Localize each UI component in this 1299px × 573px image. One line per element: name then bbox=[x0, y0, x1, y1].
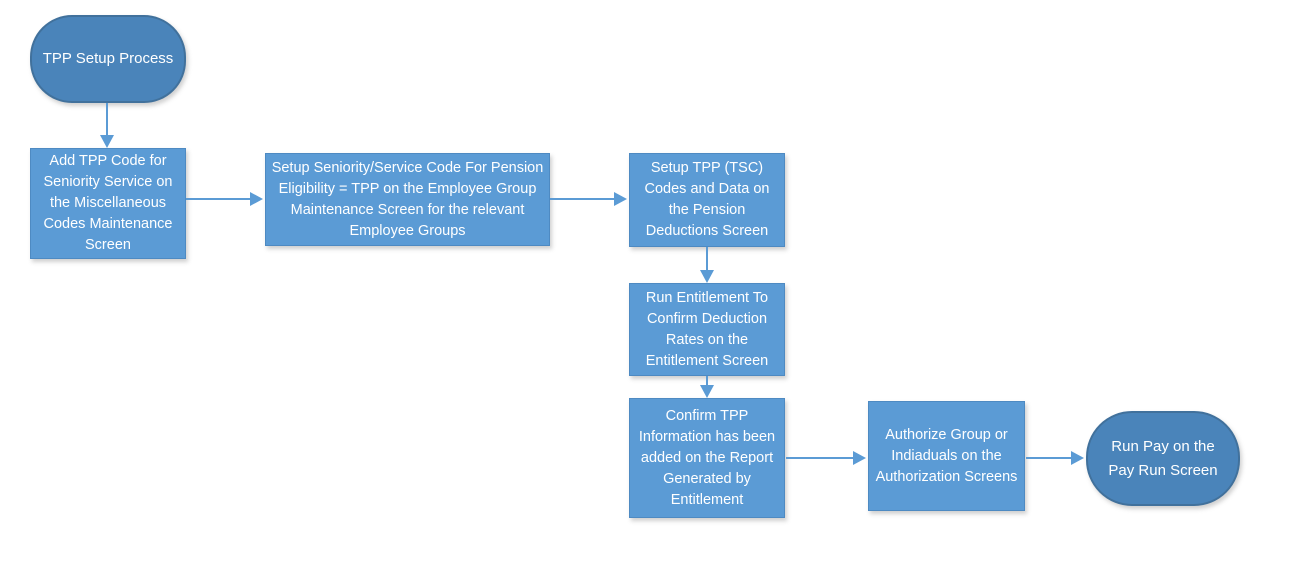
node-start-label: TPP Setup Process bbox=[42, 50, 174, 67]
connector-step2-step3-arrowhead-icon bbox=[614, 192, 627, 206]
connector-step4-step5-arrowhead-icon bbox=[700, 385, 714, 398]
connector-step1-step2-arrowhead-icon bbox=[250, 192, 263, 206]
node-end-terminator: Run Pay on the Pay Run Screen bbox=[1086, 411, 1240, 506]
node-step6-label: Authorize Group or Indiaduals on the Aut… bbox=[875, 426, 1018, 485]
node-step1-process: Add TPP Code for Seniority Service on th… bbox=[30, 148, 186, 259]
node-step5-process: Confirm TPP Information has been added o… bbox=[629, 398, 785, 518]
node-step3-process: Setup TPP (TSC) Codes and Data on the Pe… bbox=[629, 153, 785, 247]
node-step2-label: Setup Seniority/Service Code For Pension… bbox=[271, 159, 544, 239]
node-step1-label: Add TPP Code for Seniority Service on th… bbox=[43, 153, 173, 253]
node-end-label: Run Pay on the Pay Run Screen bbox=[1108, 437, 1218, 479]
connector-step4-step5-line bbox=[706, 376, 708, 385]
node-start-terminator: TPP Setup Process bbox=[30, 15, 186, 103]
connector-step5-step6-arrowhead-icon bbox=[853, 451, 866, 465]
connector-step5-step6-line bbox=[786, 457, 853, 459]
node-step4-process: Run Entitlement To Confirm Deduction Rat… bbox=[629, 283, 785, 376]
connector-step1-step2-line bbox=[186, 198, 250, 200]
node-step5-label: Confirm TPP Information has been added o… bbox=[638, 407, 776, 508]
node-step4-label: Run Entitlement To Confirm Deduction Rat… bbox=[645, 289, 769, 369]
node-step2-process: Setup Seniority/Service Code For Pension… bbox=[265, 153, 550, 246]
connector-step2-step3-line bbox=[550, 198, 614, 200]
node-step3-label: Setup TPP (TSC) Codes and Data on the Pe… bbox=[644, 160, 770, 239]
node-step6-process: Authorize Group or Indiaduals on the Aut… bbox=[868, 401, 1025, 511]
connector-start-step1-arrowhead-icon bbox=[100, 135, 114, 148]
connector-step6-end-line bbox=[1026, 457, 1071, 459]
connector-start-step1-line bbox=[106, 103, 108, 135]
connector-step3-step4-line bbox=[706, 247, 708, 270]
connector-step3-step4-arrowhead-icon bbox=[700, 270, 714, 283]
connector-step6-end-arrowhead-icon bbox=[1071, 451, 1084, 465]
